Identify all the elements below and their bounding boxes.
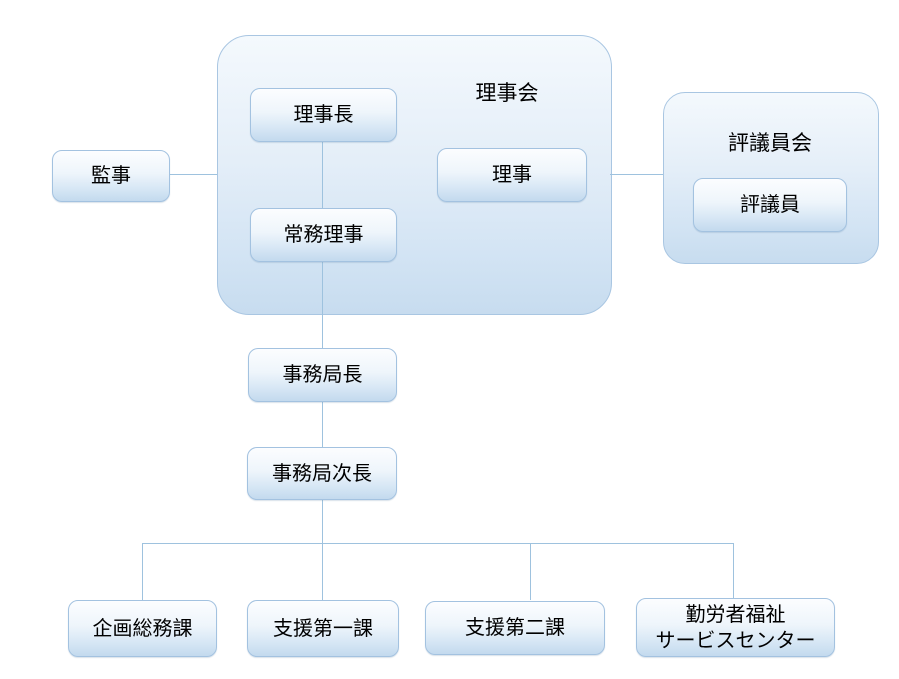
councilors-group-label: 評議員会 — [728, 132, 812, 155]
node-secretary-general: 事務局長 — [248, 348, 397, 402]
node-deputy-secretary-general: 事務局次長 — [247, 447, 397, 500]
connector-executive-secretary — [322, 260, 323, 348]
connector-secretary-deputy — [322, 400, 323, 447]
node-councilor: 評議員 — [693, 178, 847, 232]
connector-board-councilors — [610, 174, 663, 175]
connector-drop-planning — [142, 543, 143, 600]
connector-drop-welfare-center — [733, 543, 734, 599]
board-group-label: 理事会 — [475, 82, 539, 105]
connector-chairman-executive — [322, 140, 323, 208]
node-support-section-1: 支援第一課 — [247, 600, 399, 657]
node-support-section-2: 支援第二課 — [425, 601, 605, 655]
connector-auditor-board — [168, 174, 217, 175]
connector-drop-support2 — [530, 543, 531, 600]
node-auditor: 監事 — [52, 150, 170, 202]
connector-drop-support1 — [322, 543, 323, 600]
node-director: 理事 — [437, 148, 587, 202]
connector-branch-horizontal — [142, 543, 734, 544]
connector-deputy-branch — [322, 498, 323, 543]
node-workers-welfare-service-center: 勤労者福祉 サービスセンター — [636, 598, 835, 657]
node-chairman: 理事長 — [250, 88, 397, 142]
node-executive-director: 常務理事 — [250, 208, 397, 262]
node-planning-general-affairs: 企画総務課 — [68, 600, 217, 657]
